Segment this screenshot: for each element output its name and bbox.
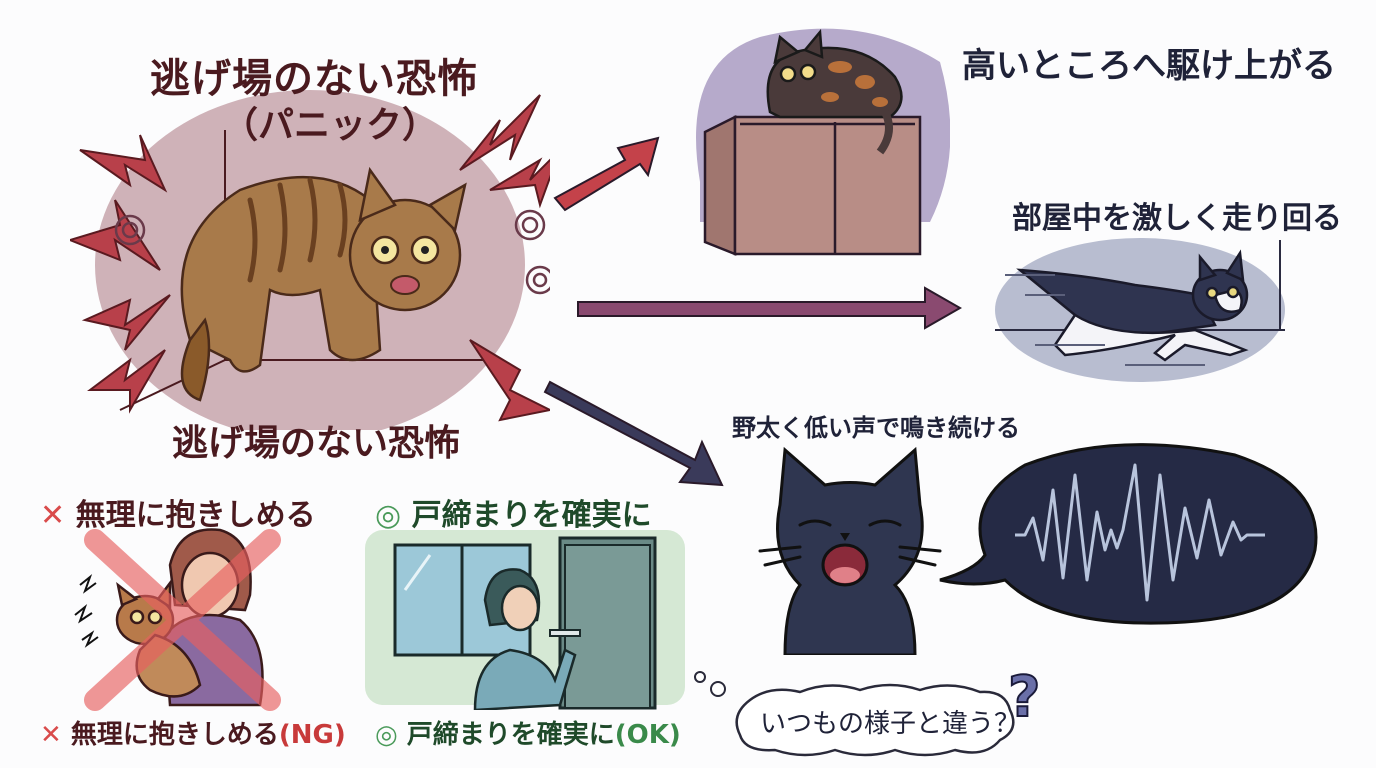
- panic-cat-scene: [70, 90, 550, 430]
- howling-cat-illustration: [755, 445, 945, 655]
- thought-text: いつもの様子と違う？: [760, 709, 1021, 739]
- ok-heading-text: 戸締まりを確実に: [411, 498, 652, 533]
- ng-heading: ✕ 無理に抱きしめる: [40, 490, 316, 534]
- question-mark-icon: ?: [1007, 664, 1042, 731]
- ng-heading-text: 無理に抱きしめる: [75, 498, 316, 533]
- high-place-illustration: [680, 22, 950, 257]
- ok-double-circle-icon: ◎: [375, 498, 402, 533]
- ok-door-lock-illustration: [365, 530, 685, 710]
- panic-caption: 逃げ場のない恐怖: [172, 423, 461, 464]
- ng-cross-icon: ✕: [40, 498, 66, 533]
- panic-illustration: [70, 90, 550, 430]
- reaction-label-high-place: 高いところへ駆け上がる: [962, 46, 1336, 86]
- ng-caption: ✕ 無理に抱きしめる(NG): [40, 714, 346, 751]
- ng-hug-illustration: [70, 525, 300, 715]
- ok-heading: ◎ 戸締まりを確実に: [375, 490, 652, 534]
- ng-badge: (NG): [278, 720, 346, 750]
- thought-bubble: [730, 680, 1020, 760]
- ng-caption-text: 無理に抱きしめる: [70, 720, 279, 750]
- reaction-label-run: 部屋中を激しく走り回る: [1012, 201, 1342, 236]
- reaction-arrows: [543, 136, 963, 487]
- ok-caption: ◎ 戸締まりを確実に(OK): [375, 714, 681, 751]
- ok-badge: (OK): [614, 720, 681, 750]
- thought-dots: [694, 671, 726, 697]
- panic-title-line1: 逃げ場のない恐怖: [150, 56, 478, 102]
- sound-wave-bubble: [935, 440, 1325, 630]
- ok-caption-text: 戸締まりを確実に: [406, 720, 615, 750]
- arrow-howl: [543, 380, 724, 487]
- reaction-label-howl: 野太く低い声で鳴き続ける: [732, 414, 1020, 442]
- panic-title-line2: （パニック）: [222, 105, 439, 146]
- arrow-high-place: [553, 136, 660, 212]
- ng-caption-cross-icon: ✕: [40, 720, 62, 750]
- ok-caption-double-circle-icon: ◎: [375, 720, 398, 750]
- running-cat-illustration: [995, 235, 1290, 385]
